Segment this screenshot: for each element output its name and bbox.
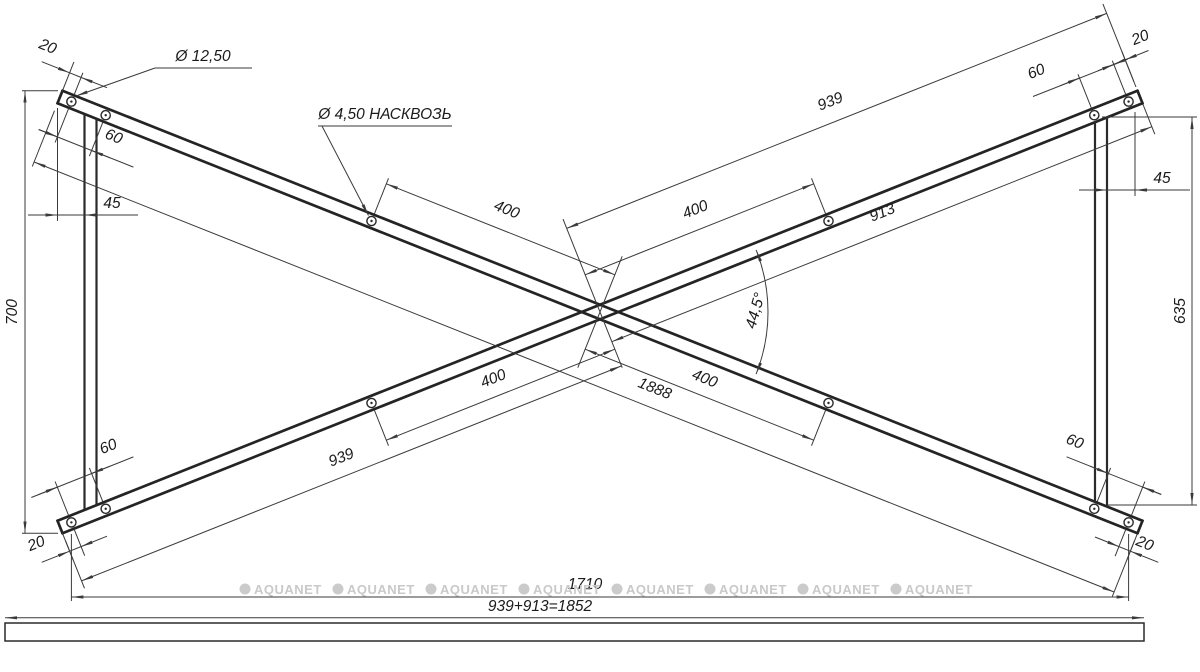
dim-label: 400 <box>690 366 721 391</box>
dim-label: 20 <box>24 533 48 556</box>
dim-total-1852: 939+913=1852 <box>5 598 1144 620</box>
dim-label: 60 <box>1025 61 1048 83</box>
right-crossbar <box>1093 117 1109 507</box>
dim-label: 939 <box>326 445 357 470</box>
watermark: AQUANET <box>611 582 694 597</box>
profile-bottom-bar <box>4 622 1145 642</box>
dim-45-right: 45 <box>1079 112 1190 196</box>
dim-label: 20 <box>1128 27 1152 50</box>
dim-label: 60 <box>103 126 126 148</box>
left-crossbar <box>83 114 98 510</box>
dim-1710-span: 1710 <box>70 534 1130 601</box>
watermark-text: AQUANET <box>440 582 508 597</box>
dim-939-bottom: 939 <box>65 365 622 589</box>
dim-label: 60 <box>1064 431 1087 453</box>
dim-20-bottom-left: 20 <box>24 529 108 563</box>
mounting-hole <box>100 503 111 515</box>
dim-60-bottom-right: 60 <box>1064 431 1162 516</box>
watermark-row: AQUANET AQUANET AQUANET AQUANET AQUANET … <box>239 582 973 597</box>
dim-label: 44,5° <box>742 291 768 331</box>
callout-hole-12-5: Ø 12,50 <box>75 48 252 97</box>
watermark-text: AQUANET <box>533 582 601 597</box>
dim-label: 20 <box>36 35 60 58</box>
dim-label: 700 <box>4 299 21 325</box>
watermark-logo-icon <box>704 583 716 595</box>
dim-label: 939 <box>815 89 846 114</box>
dim-400-upper-left: 400 <box>386 183 615 276</box>
watermark-logo-icon <box>797 583 809 595</box>
mounting-holes <box>66 96 1134 528</box>
dim-45-left: 45 <box>28 108 138 221</box>
dim-label: 20 <box>1133 532 1157 555</box>
dim-20-top-right: 20 <box>1097 27 1152 88</box>
watermark: AQUANET <box>704 582 787 597</box>
mounting-hole <box>1123 517 1134 528</box>
mounting-hole <box>100 109 111 121</box>
dim-label: 400 <box>492 197 523 222</box>
watermark: AQUANET <box>239 582 322 597</box>
dim-label: 45 <box>1153 170 1171 187</box>
dim-label: 1888 <box>636 375 675 404</box>
watermark-logo-icon <box>611 583 623 595</box>
dim-angle-44-5: 44,5° <box>742 249 769 375</box>
mounting-hole <box>66 517 77 528</box>
dim-label: 635 <box>1172 298 1189 324</box>
dim-label: 939+913=1852 <box>488 598 593 615</box>
dim-label: 45 <box>103 195 121 212</box>
mounting-hole <box>366 215 377 227</box>
dim-60-bottom-left: 60 <box>31 436 134 516</box>
dim-label: 60 <box>97 436 120 458</box>
callout-label: Ø 4,50 НАСКВОЗЬ <box>317 106 451 123</box>
mounting-hole <box>1089 109 1100 121</box>
dim-700-left-height: 700 <box>4 90 58 534</box>
dim-label: 1710 <box>568 576 603 593</box>
watermark: AQUANET <box>797 582 880 597</box>
dim-400-upper-right: 400 <box>585 183 814 276</box>
dim-939-top: 939 <box>566 3 1135 229</box>
callout-label: Ø 12,50 <box>174 48 231 65</box>
dim-20-top-left: 20 <box>36 35 108 95</box>
watermark-logo-icon <box>425 583 437 595</box>
watermark-text: AQUANET <box>347 582 415 597</box>
mounting-hole <box>823 397 834 409</box>
watermark-logo-icon <box>518 583 530 595</box>
mounting-hole <box>1123 96 1134 107</box>
watermark-text: AQUANET <box>905 582 973 597</box>
dim-label: 400 <box>680 197 711 222</box>
dim-913-right: 913 <box>611 104 1156 343</box>
watermark-text: AQUANET <box>626 582 694 597</box>
watermark-logo-icon <box>890 583 902 595</box>
mounting-hole <box>66 96 77 107</box>
mounting-hole <box>366 397 377 409</box>
watermark-logo-icon <box>239 583 251 595</box>
watermark-text: AQUANET <box>812 582 880 597</box>
dim-400-lower-left: 400 <box>386 348 615 441</box>
watermark-text: AQUANET <box>719 582 787 597</box>
watermark: AQUANET <box>890 582 973 597</box>
watermark-text: AQUANET <box>254 582 322 597</box>
dim-60-top-left: 60 <box>38 108 134 168</box>
watermark: AQUANET <box>425 582 508 597</box>
watermark: AQUANET <box>332 582 415 597</box>
mounting-hole <box>1089 503 1100 515</box>
dim-label: 400 <box>478 366 509 391</box>
watermark-logo-icon <box>332 583 344 595</box>
dim-20-bottom-right: 20 <box>1094 529 1159 563</box>
dim-635-right-height: 635 <box>1102 116 1197 506</box>
mounting-hole <box>823 215 834 227</box>
watermark: AQUANET <box>518 582 601 597</box>
